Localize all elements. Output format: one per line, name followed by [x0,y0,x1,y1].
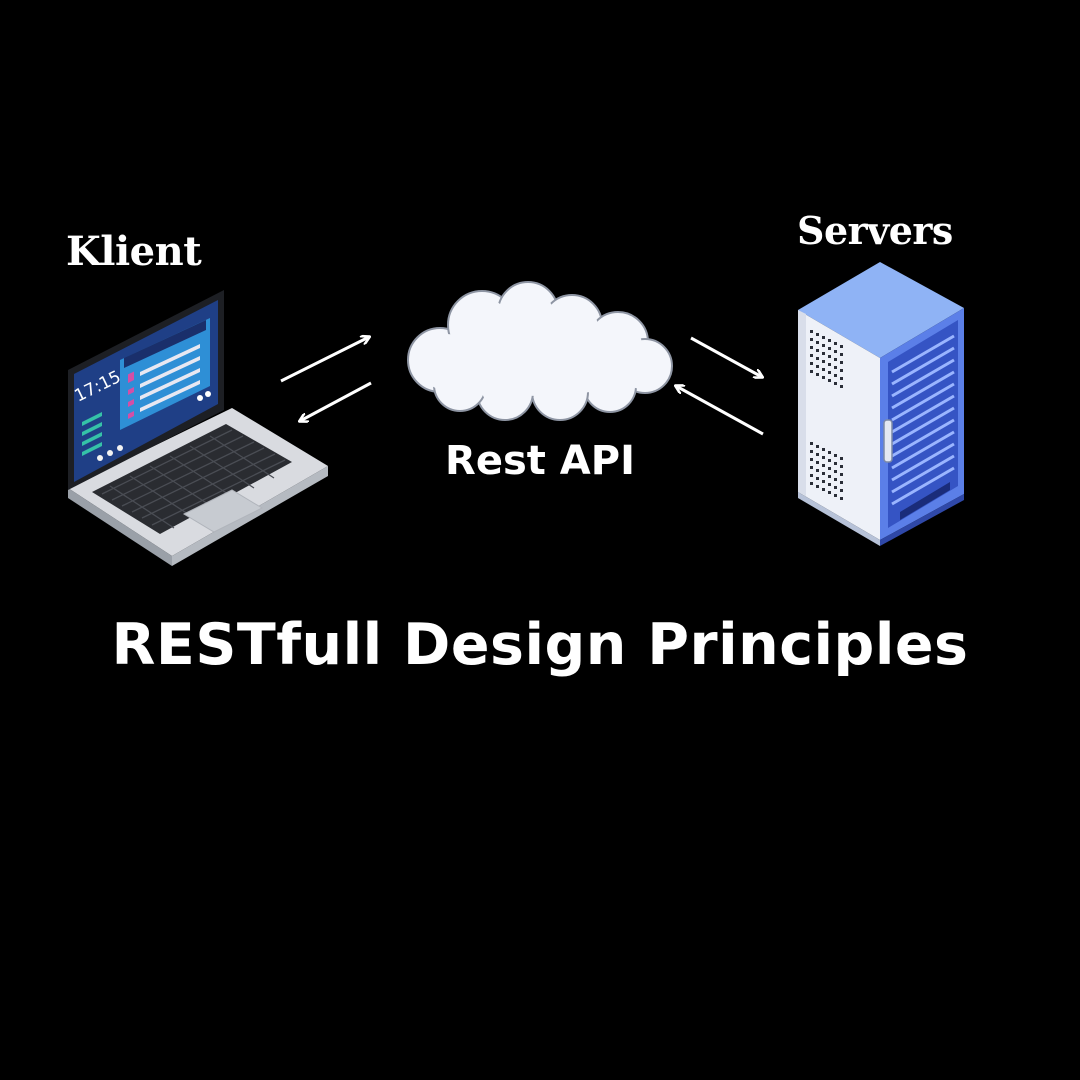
page-title: RESTfull Design Principles [0,612,1080,678]
arrow-server-to-api [676,386,763,434]
arrow-api-to-client [300,383,371,421]
server-label: Servers [797,208,953,253]
server-rack-icon [798,262,964,546]
laptop-icon: 17:15 [68,290,328,566]
arrow-api-to-server [691,338,762,377]
arrow-client-to-api [281,337,369,381]
client-label: Klient [66,228,201,275]
api-label: Rest API [420,438,660,484]
